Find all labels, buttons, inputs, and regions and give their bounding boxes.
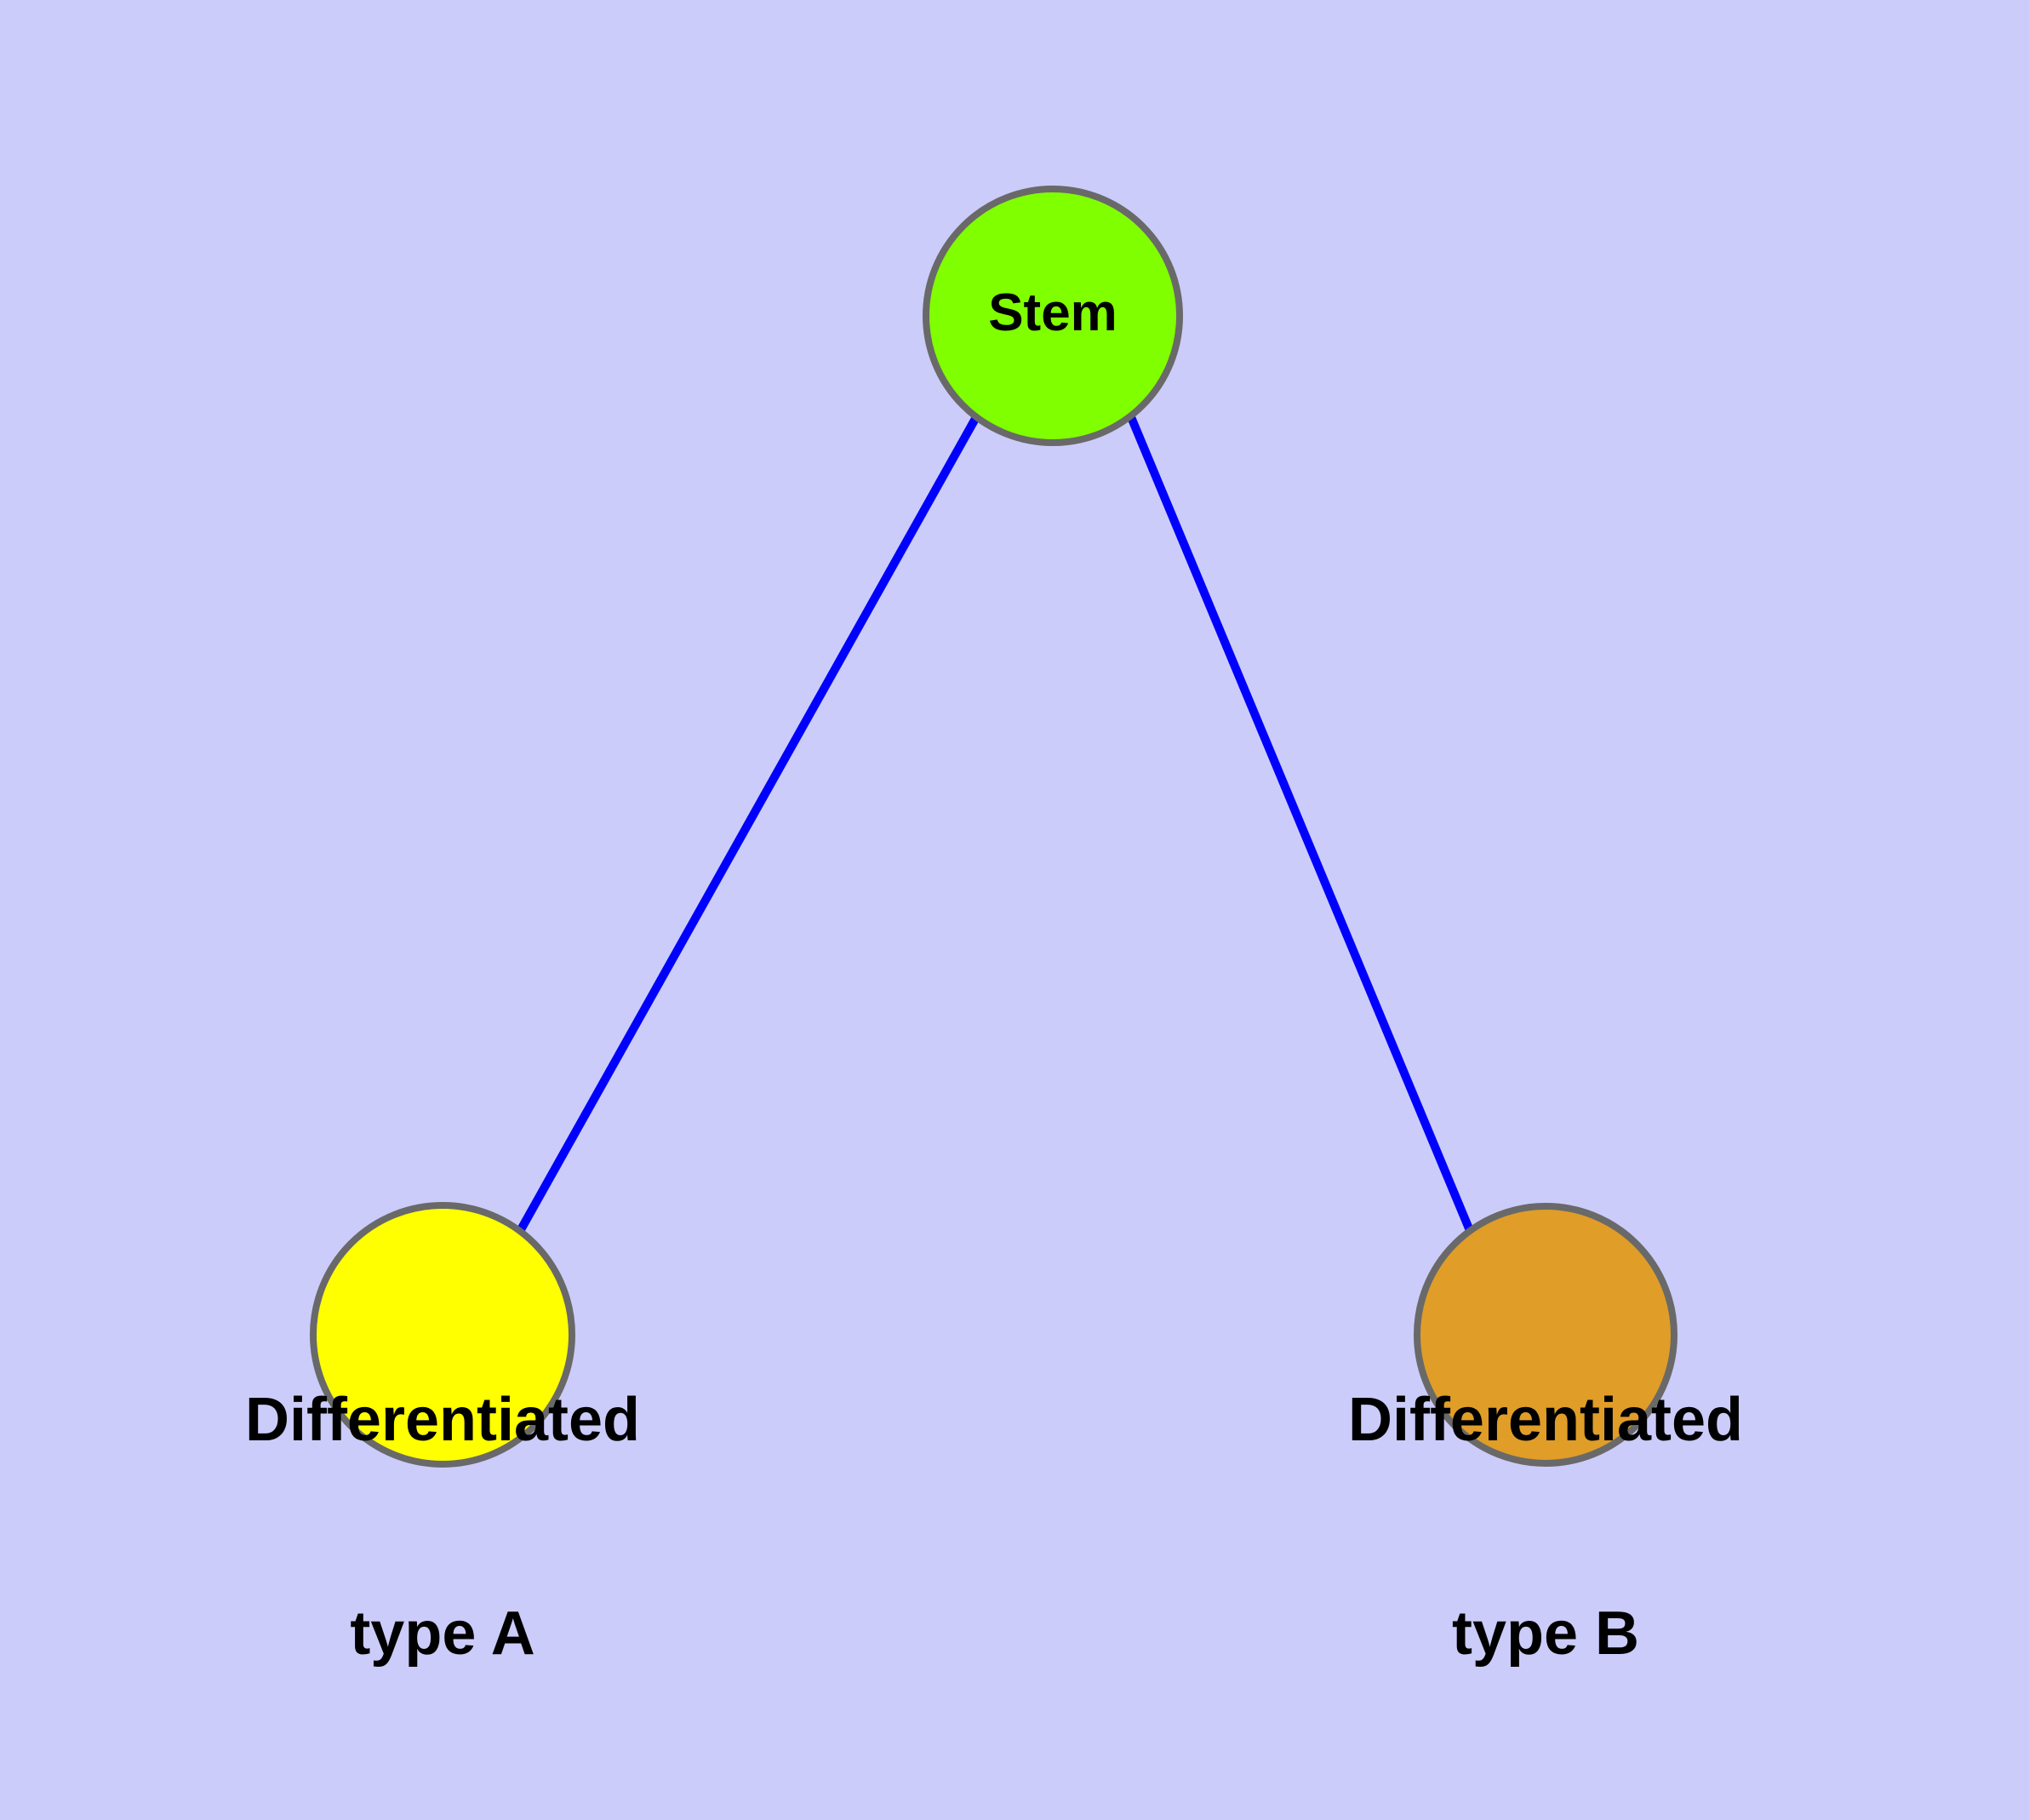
node-stem[interactable] — [923, 186, 1183, 446]
edge-stem-to-diff-b[interactable] — [1127, 415, 1475, 1234]
edge-group — [515, 415, 1475, 1235]
node-diff-b[interactable] — [1414, 1203, 1677, 1467]
node-diff-a[interactable] — [310, 1202, 575, 1468]
node-group — [310, 186, 1677, 1468]
edge-stem-to-diff-a[interactable] — [515, 415, 980, 1235]
